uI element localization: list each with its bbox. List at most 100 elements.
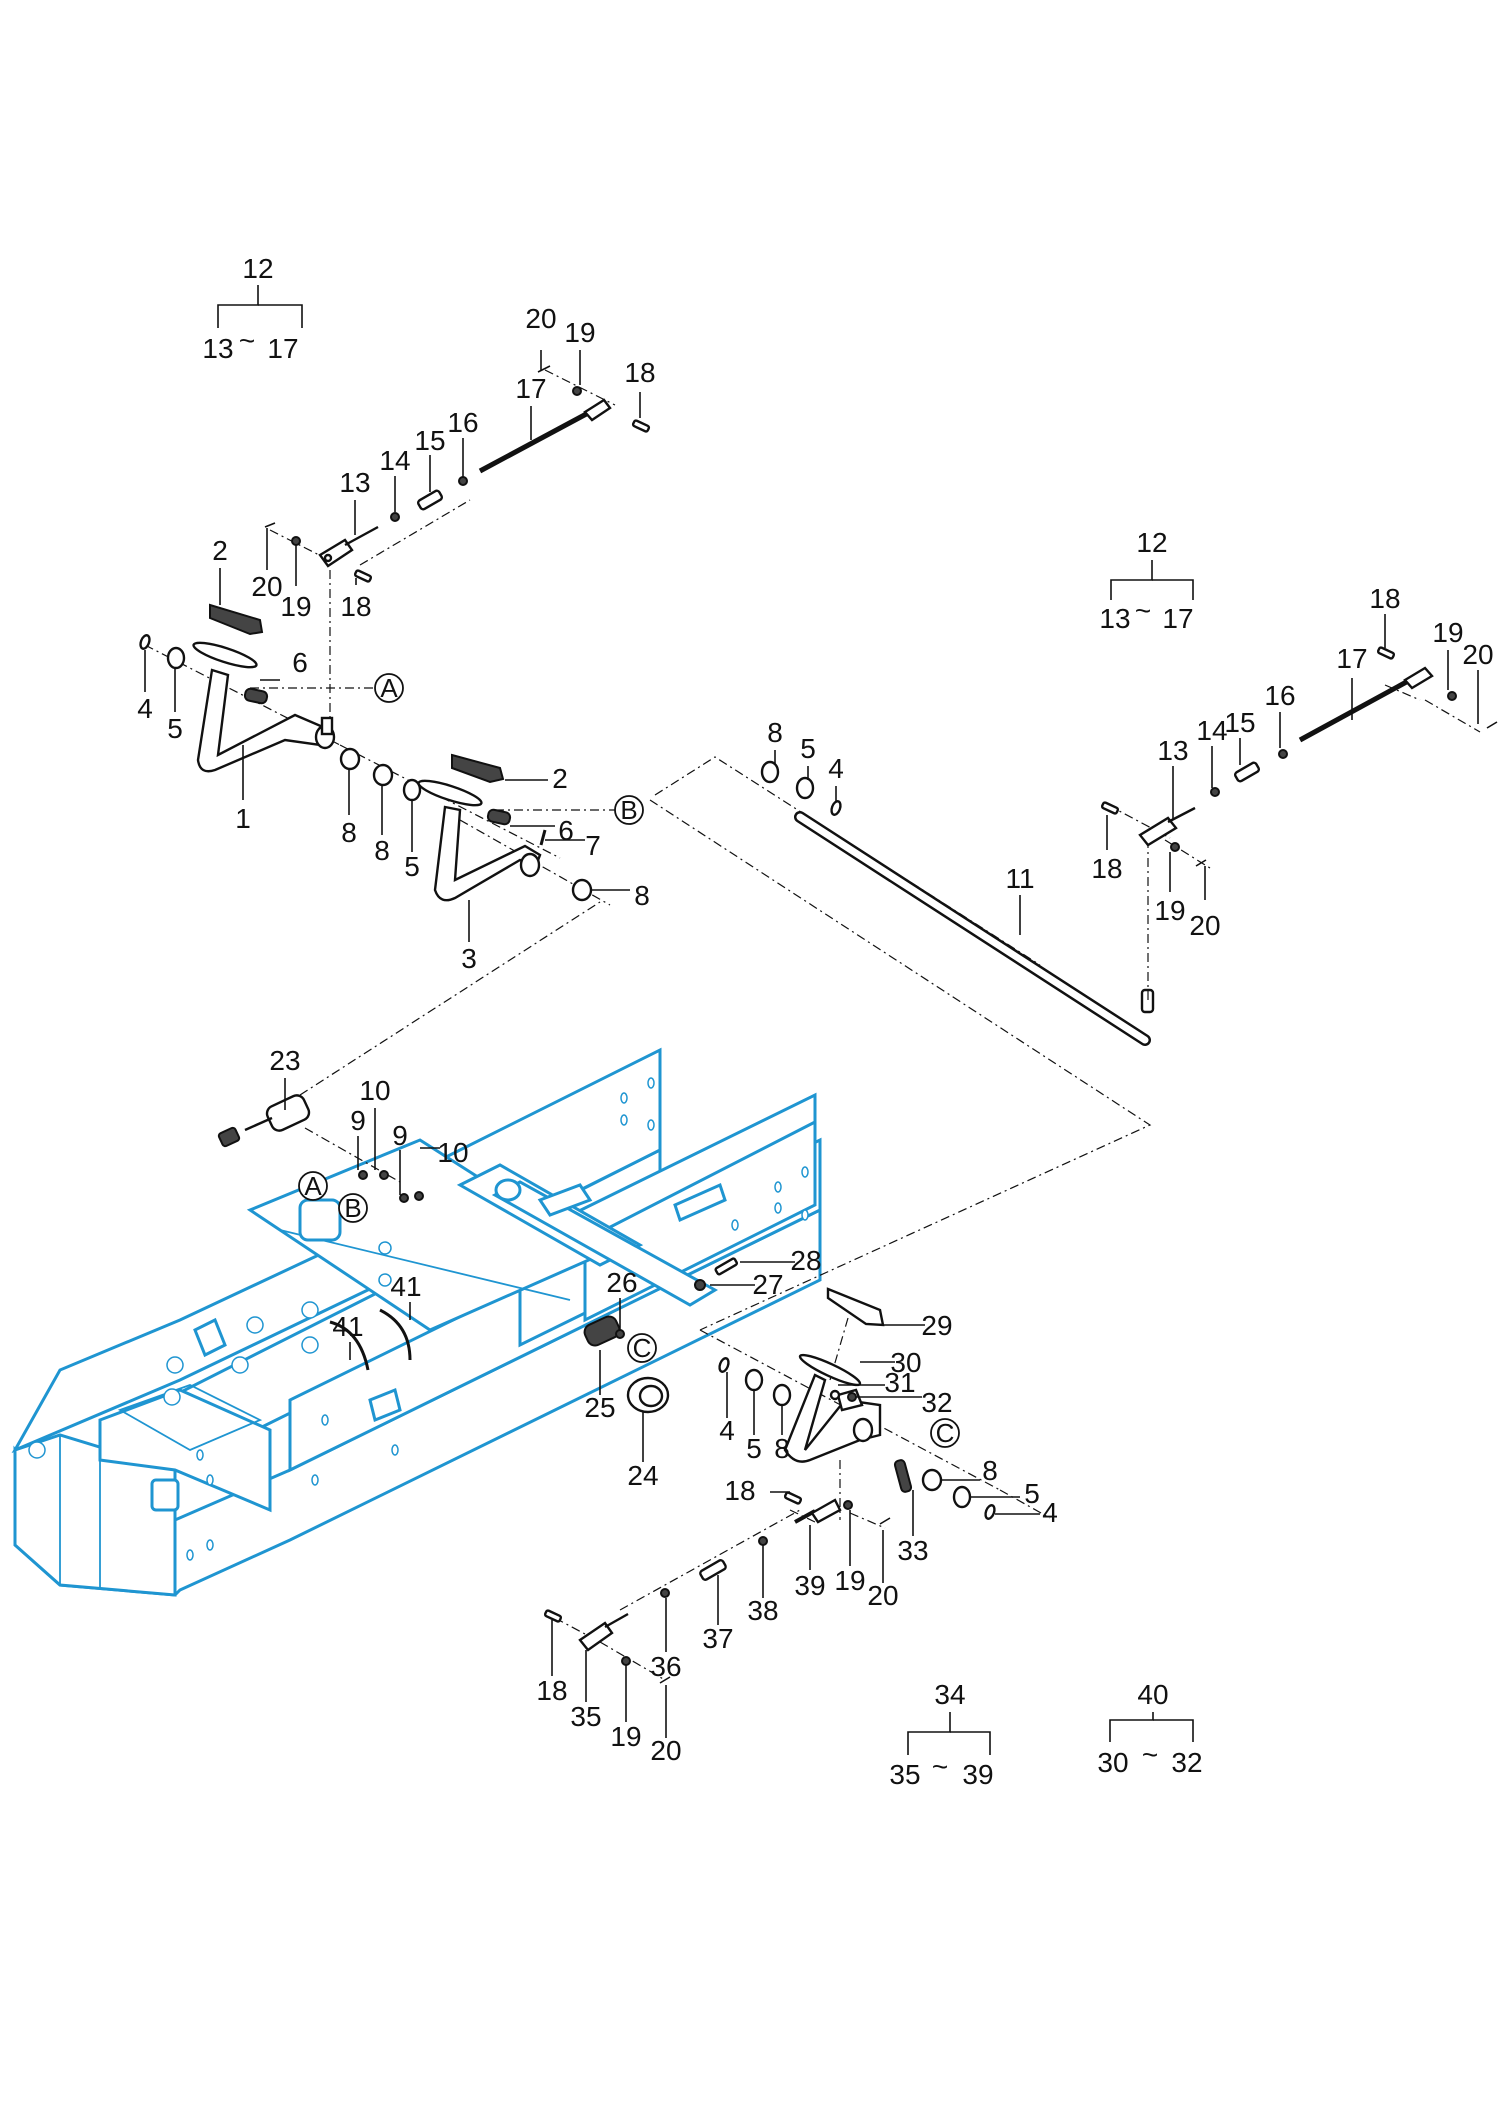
callout-11: 11	[1005, 863, 1035, 935]
callout-18: 18	[724, 1475, 790, 1506]
ref-c-label: C	[633, 1333, 652, 1363]
callout-39: 39	[794, 1525, 826, 1601]
callout-19: 19	[1154, 852, 1186, 926]
callout-number: 4	[719, 1415, 735, 1446]
ref-a-label: A	[380, 673, 398, 703]
callout-32: 32	[856, 1387, 953, 1418]
callout-19: 19	[564, 317, 596, 385]
callout-28: 28	[740, 1245, 822, 1276]
callout-15: 15	[1224, 707, 1256, 765]
group-parent-label: 40	[1137, 1679, 1168, 1710]
callout-37: 37	[702, 1575, 734, 1654]
callout-20: 20	[525, 303, 557, 370]
callout-number: 10	[359, 1075, 390, 1106]
callout-16: 16	[447, 407, 479, 478]
callout-number: 9	[350, 1105, 366, 1136]
callout-number: 17	[515, 373, 546, 404]
callout-9: 9	[392, 1120, 408, 1195]
callout-2: 2	[505, 763, 568, 794]
pedal-assembly-3	[417, 753, 635, 906]
group-range-to: 39	[962, 1759, 993, 1790]
reference-marker-a-upper: A	[374, 673, 404, 703]
callout-number: 7	[585, 830, 601, 861]
callout-6: 6	[260, 647, 308, 681]
callout-number: 1	[235, 803, 251, 834]
callout-4: 4	[828, 753, 844, 802]
callout-26: 26	[606, 1267, 638, 1330]
callout-number: 5	[1024, 1478, 1040, 1509]
callout-4: 4	[995, 1497, 1058, 1528]
group-range-sep: ~	[1142, 1739, 1158, 1770]
callout-number: 15	[414, 425, 445, 456]
callout-20: 20	[1462, 639, 1494, 724]
ref-c-label: C	[936, 1418, 955, 1448]
callout-number: 6	[292, 647, 308, 678]
callout-number: 37	[702, 1623, 733, 1654]
callout-number: 28	[790, 1245, 821, 1276]
reference-marker-c-pedal: C	[930, 1418, 960, 1448]
callout-number: 35	[570, 1701, 601, 1732]
callout-number: 23	[269, 1045, 300, 1076]
callout-30: 30	[860, 1347, 922, 1378]
pedal-assembly-1	[139, 603, 561, 859]
callout-19: 19	[610, 1665, 642, 1752]
ref-b-label: B	[344, 1193, 361, 1223]
callout-number: 39	[794, 1570, 825, 1601]
callout-41: 41	[332, 1311, 364, 1360]
group-range-to: 32	[1171, 1747, 1202, 1778]
callout-number: 25	[584, 1392, 615, 1423]
callout-24: 24	[627, 1412, 659, 1491]
callout-17: 17	[1336, 643, 1368, 720]
callout-number: 16	[447, 407, 478, 438]
callout-number: 4	[828, 753, 844, 784]
callout-number: 2	[552, 763, 568, 794]
group-parent-label: 34	[934, 1679, 965, 1710]
callout-number: 9	[392, 1120, 408, 1151]
callout-number: 8	[341, 817, 357, 848]
group-range-sep: ~	[1135, 595, 1151, 626]
callout-number: 27	[752, 1269, 783, 1300]
callout-14: 14	[379, 445, 411, 512]
callout-9: 9	[350, 1105, 366, 1170]
callout-number: 19	[1154, 895, 1185, 926]
callout-number: 41	[332, 1311, 363, 1342]
callout-number: 19	[564, 317, 595, 348]
reference-marker-b-frame: B	[338, 1193, 368, 1223]
callout-13: 13	[1157, 735, 1189, 820]
callout-number: 20	[1189, 910, 1220, 941]
callout-number: 33	[897, 1535, 928, 1566]
callout-number: 6	[558, 815, 574, 846]
callout-19: 19	[834, 1510, 866, 1596]
callout-8: 8	[767, 717, 783, 765]
callout-41: 41	[390, 1271, 422, 1320]
callout-number: 18	[1091, 853, 1122, 884]
callout-33: 33	[897, 1490, 929, 1566]
callout-18: 18	[1369, 583, 1401, 648]
callout-20: 20	[867, 1530, 899, 1611]
callout-18: 18	[340, 578, 372, 622]
callout-number: 30	[890, 1347, 921, 1378]
callout-number: 41	[390, 1271, 421, 1302]
ref-a-label: A	[304, 1171, 322, 1201]
callout-number: 5	[800, 733, 816, 764]
upper-right-rod-assembly	[1100, 646, 1498, 869]
group-range-sep: ~	[932, 1751, 948, 1782]
callout-20: 20	[650, 1685, 682, 1766]
callout-4: 4	[137, 650, 153, 724]
lower-pedal-assembly	[583, 1257, 1051, 1520]
callout-number: 32	[921, 1387, 952, 1418]
callout-number: 15	[1224, 707, 1255, 738]
callout-number: 11	[1005, 863, 1034, 894]
callout-29: 29	[884, 1310, 953, 1341]
callout-number: 20	[525, 303, 556, 334]
cross-shaft-assembly	[299, 756, 1155, 1331]
callout-number: 2	[212, 535, 228, 566]
callout-23: 23	[269, 1045, 301, 1110]
group-range-sep: ~	[239, 325, 255, 356]
reference-marker-a-frame: A	[298, 1171, 328, 1201]
callout-number: 19	[280, 591, 311, 622]
callout-number: 18	[340, 591, 371, 622]
callout-18: 18	[1091, 815, 1123, 884]
